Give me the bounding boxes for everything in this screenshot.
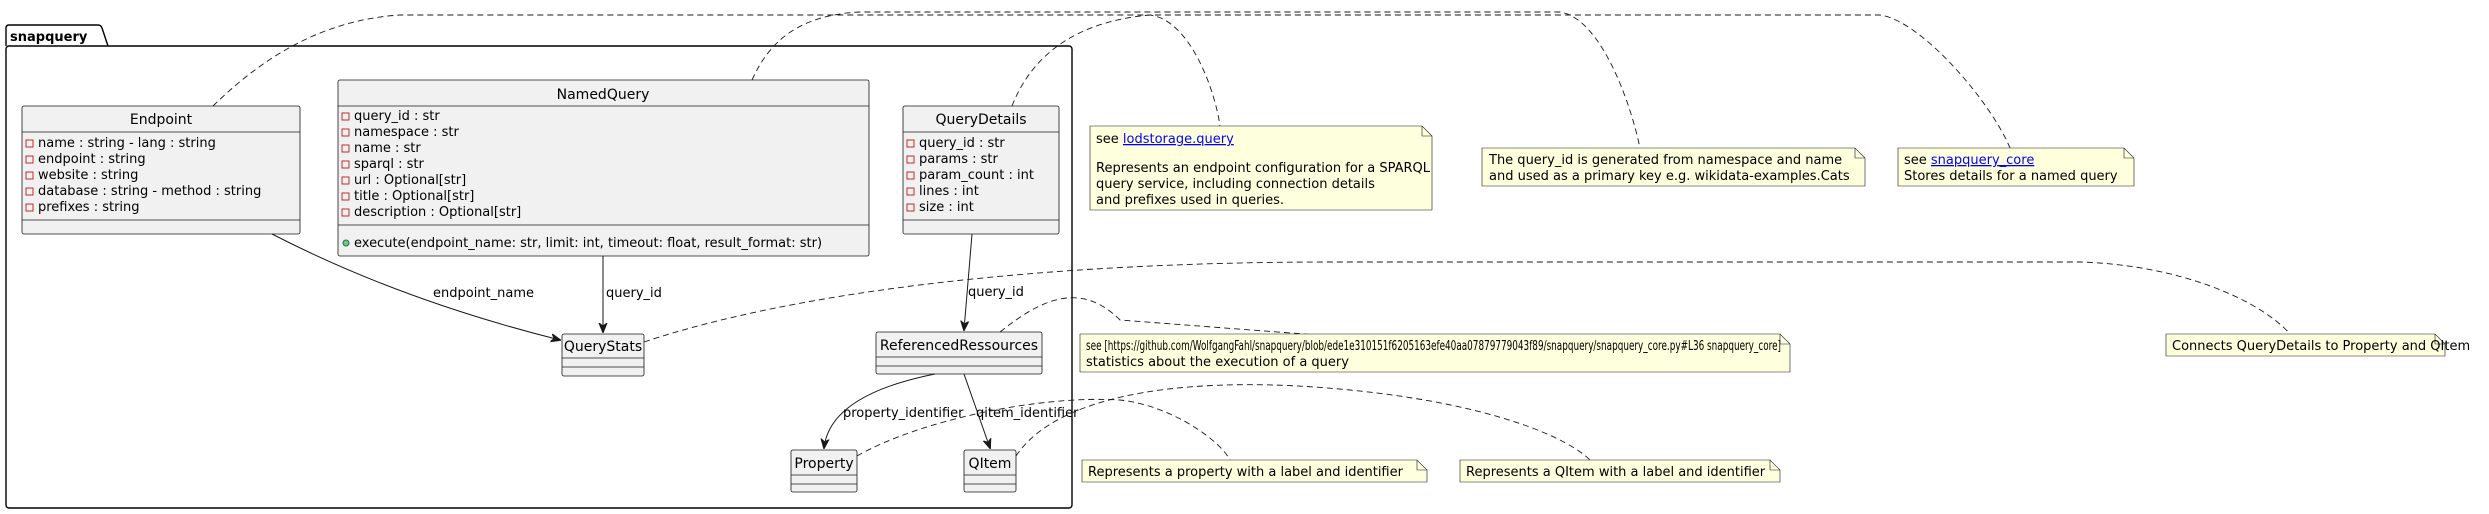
- svg-text:The query_id is generated from: The query_id is generated from namespace…: [1488, 153, 1842, 168]
- edge-label: qitem_identifier: [976, 406, 1079, 421]
- class-referenced-ressources[interactable]: ReferencedRessources: [875, 331, 1043, 375]
- svg-text:param_count : int: param_count : int: [919, 168, 1034, 183]
- package-snapquery: snapquery: [5, 24, 1073, 509]
- class-name: QItem: [969, 456, 1012, 472]
- svg-text:name : string - lang : stri: name : string - lang : string: [38, 136, 216, 151]
- edge-label: property_identifier: [843, 406, 964, 421]
- note-connectors: [212, 11, 2291, 461]
- svg-text:params : str: params : str: [919, 152, 998, 167]
- svg-text:see lodstorage.query: see lodstorage.query: [1096, 132, 1234, 147]
- svg-text:endpoint : string: endpoint : string: [38, 152, 146, 167]
- svg-text:size : int: size : int: [919, 200, 974, 215]
- note-lodstorage: see lodstorage.query Represents an endpo…: [1089, 125, 1433, 211]
- svg-text:statistics about the execution: statistics about the execution of a quer…: [1086, 355, 1349, 370]
- lodstorage-link[interactable]: lodstorage.query: [1123, 132, 1234, 147]
- class-endpoint[interactable]: Endpoint name : string - lang : string e…: [21, 105, 301, 235]
- svg-text:query_id : str: query_id : str: [354, 109, 440, 124]
- relation-namedquery-querystats: query_id: [603, 256, 662, 332]
- svg-text:Represents an endpoint configu: Represents an endpoint configuration for…: [1096, 161, 1431, 176]
- svg-text:url : Optional[str]: url : Optional[str]: [354, 173, 466, 188]
- method-list: execute(endpoint_name: str, limit: int, …: [342, 236, 822, 251]
- svg-text:and used as a primary key e.g.: and used as a primary key e.g. wikidata-…: [1489, 169, 1850, 184]
- note-qitem: Represents a QItem with a label and iden…: [1459, 459, 1781, 483]
- svg-text:sparql : str: sparql : str: [354, 157, 424, 172]
- relation-refs-qitem: qitem_identifier: [963, 373, 1079, 448]
- edge-label: endpoint_name: [433, 286, 534, 301]
- note-query-id: The query_id is generated from namespace…: [1481, 147, 1866, 187]
- svg-text:Represents a property with a l: Represents a property with a label and i…: [1088, 465, 1404, 480]
- class-name: QueryDetails: [935, 112, 1026, 128]
- attribute-list: query_id : str params : str param_count …: [906, 136, 1034, 215]
- svg-text:database : string - method: database : string - method : string: [38, 184, 261, 199]
- class-name: NamedQuery: [557, 87, 650, 103]
- svg-text:name : str: name : str: [354, 141, 421, 156]
- class-qitem[interactable]: QItem: [963, 449, 1017, 493]
- relation-endpoint-querystats: endpoint_name: [271, 233, 560, 340]
- note-connects: Connects QueryDetails to Property and QI…: [2165, 333, 2470, 357]
- edge-label: query_id: [606, 286, 662, 301]
- svg-text:query service, including conne: query service, including connection deta…: [1096, 177, 1375, 192]
- svg-text:lines : int: lines : int: [919, 184, 979, 199]
- svg-text:see snapquery_core: see snapquery_core: [1904, 153, 2034, 168]
- svg-text:prefixes : string: prefixes : string: [38, 200, 140, 215]
- class-named-query[interactable]: NamedQuery query_id : str namespace : st…: [337, 79, 870, 257]
- class-query-stats[interactable]: QueryStats: [561, 333, 645, 377]
- attribute-list: query_id : str namespace : str name : st…: [341, 109, 521, 220]
- class-name: ReferencedRessources: [880, 338, 1038, 354]
- svg-text:Connects QueryDetails to Prope: Connects QueryDetails to Property and QI…: [2172, 339, 2470, 354]
- edge-label: query_id: [968, 285, 1024, 300]
- class-name: QueryStats: [564, 339, 642, 355]
- note-snapquery-core: see snapquery_core Stores details for a …: [1897, 147, 2135, 187]
- package-name: snapquery: [10, 30, 88, 45]
- svg-text:Represents a QItem with a labe: Represents a QItem with a label and iden…: [1466, 465, 1766, 480]
- relation-querydetails-refs: query_id: [964, 233, 1024, 330]
- svg-text:query_id : str: query_id : str: [919, 136, 1005, 151]
- note-property: Represents a property with a label and i…: [1081, 459, 1428, 483]
- class-query-details[interactable]: QueryDetails query_id : str params : str…: [902, 105, 1060, 235]
- snapquery-core-link[interactable]: snapquery_core: [1931, 153, 2034, 168]
- class-name: Endpoint: [130, 112, 193, 128]
- svg-text:description : Optional[str]: description : Optional[str]: [354, 205, 521, 220]
- class-name: Property: [794, 456, 853, 472]
- svg-text:title : Optional[str]: title : Optional[str]: [354, 189, 474, 204]
- svg-text:see [https://github.com/Wolfga: see [https://github.com/WolfgangFahl/sna…: [1086, 339, 1781, 354]
- relation-refs-property: property_identifier: [824, 373, 964, 448]
- attribute-list: name : string - lang : string endpoint :…: [25, 136, 261, 215]
- svg-text:execute(endpoint_name: str, li: execute(endpoint_name: str, limit: int, …: [354, 236, 822, 251]
- svg-text:website : string: website : string: [38, 168, 138, 183]
- note-stats: see [https://github.com/WolfgangFahl/sna…: [1079, 333, 1791, 373]
- svg-text:Stores details for a named que: Stores details for a named query: [1904, 169, 2118, 184]
- svg-text:and prefixes used in queries.: and prefixes used in queries.: [1096, 193, 1284, 208]
- class-property[interactable]: Property: [790, 449, 858, 493]
- svg-text:namespace : str: namespace : str: [354, 125, 460, 140]
